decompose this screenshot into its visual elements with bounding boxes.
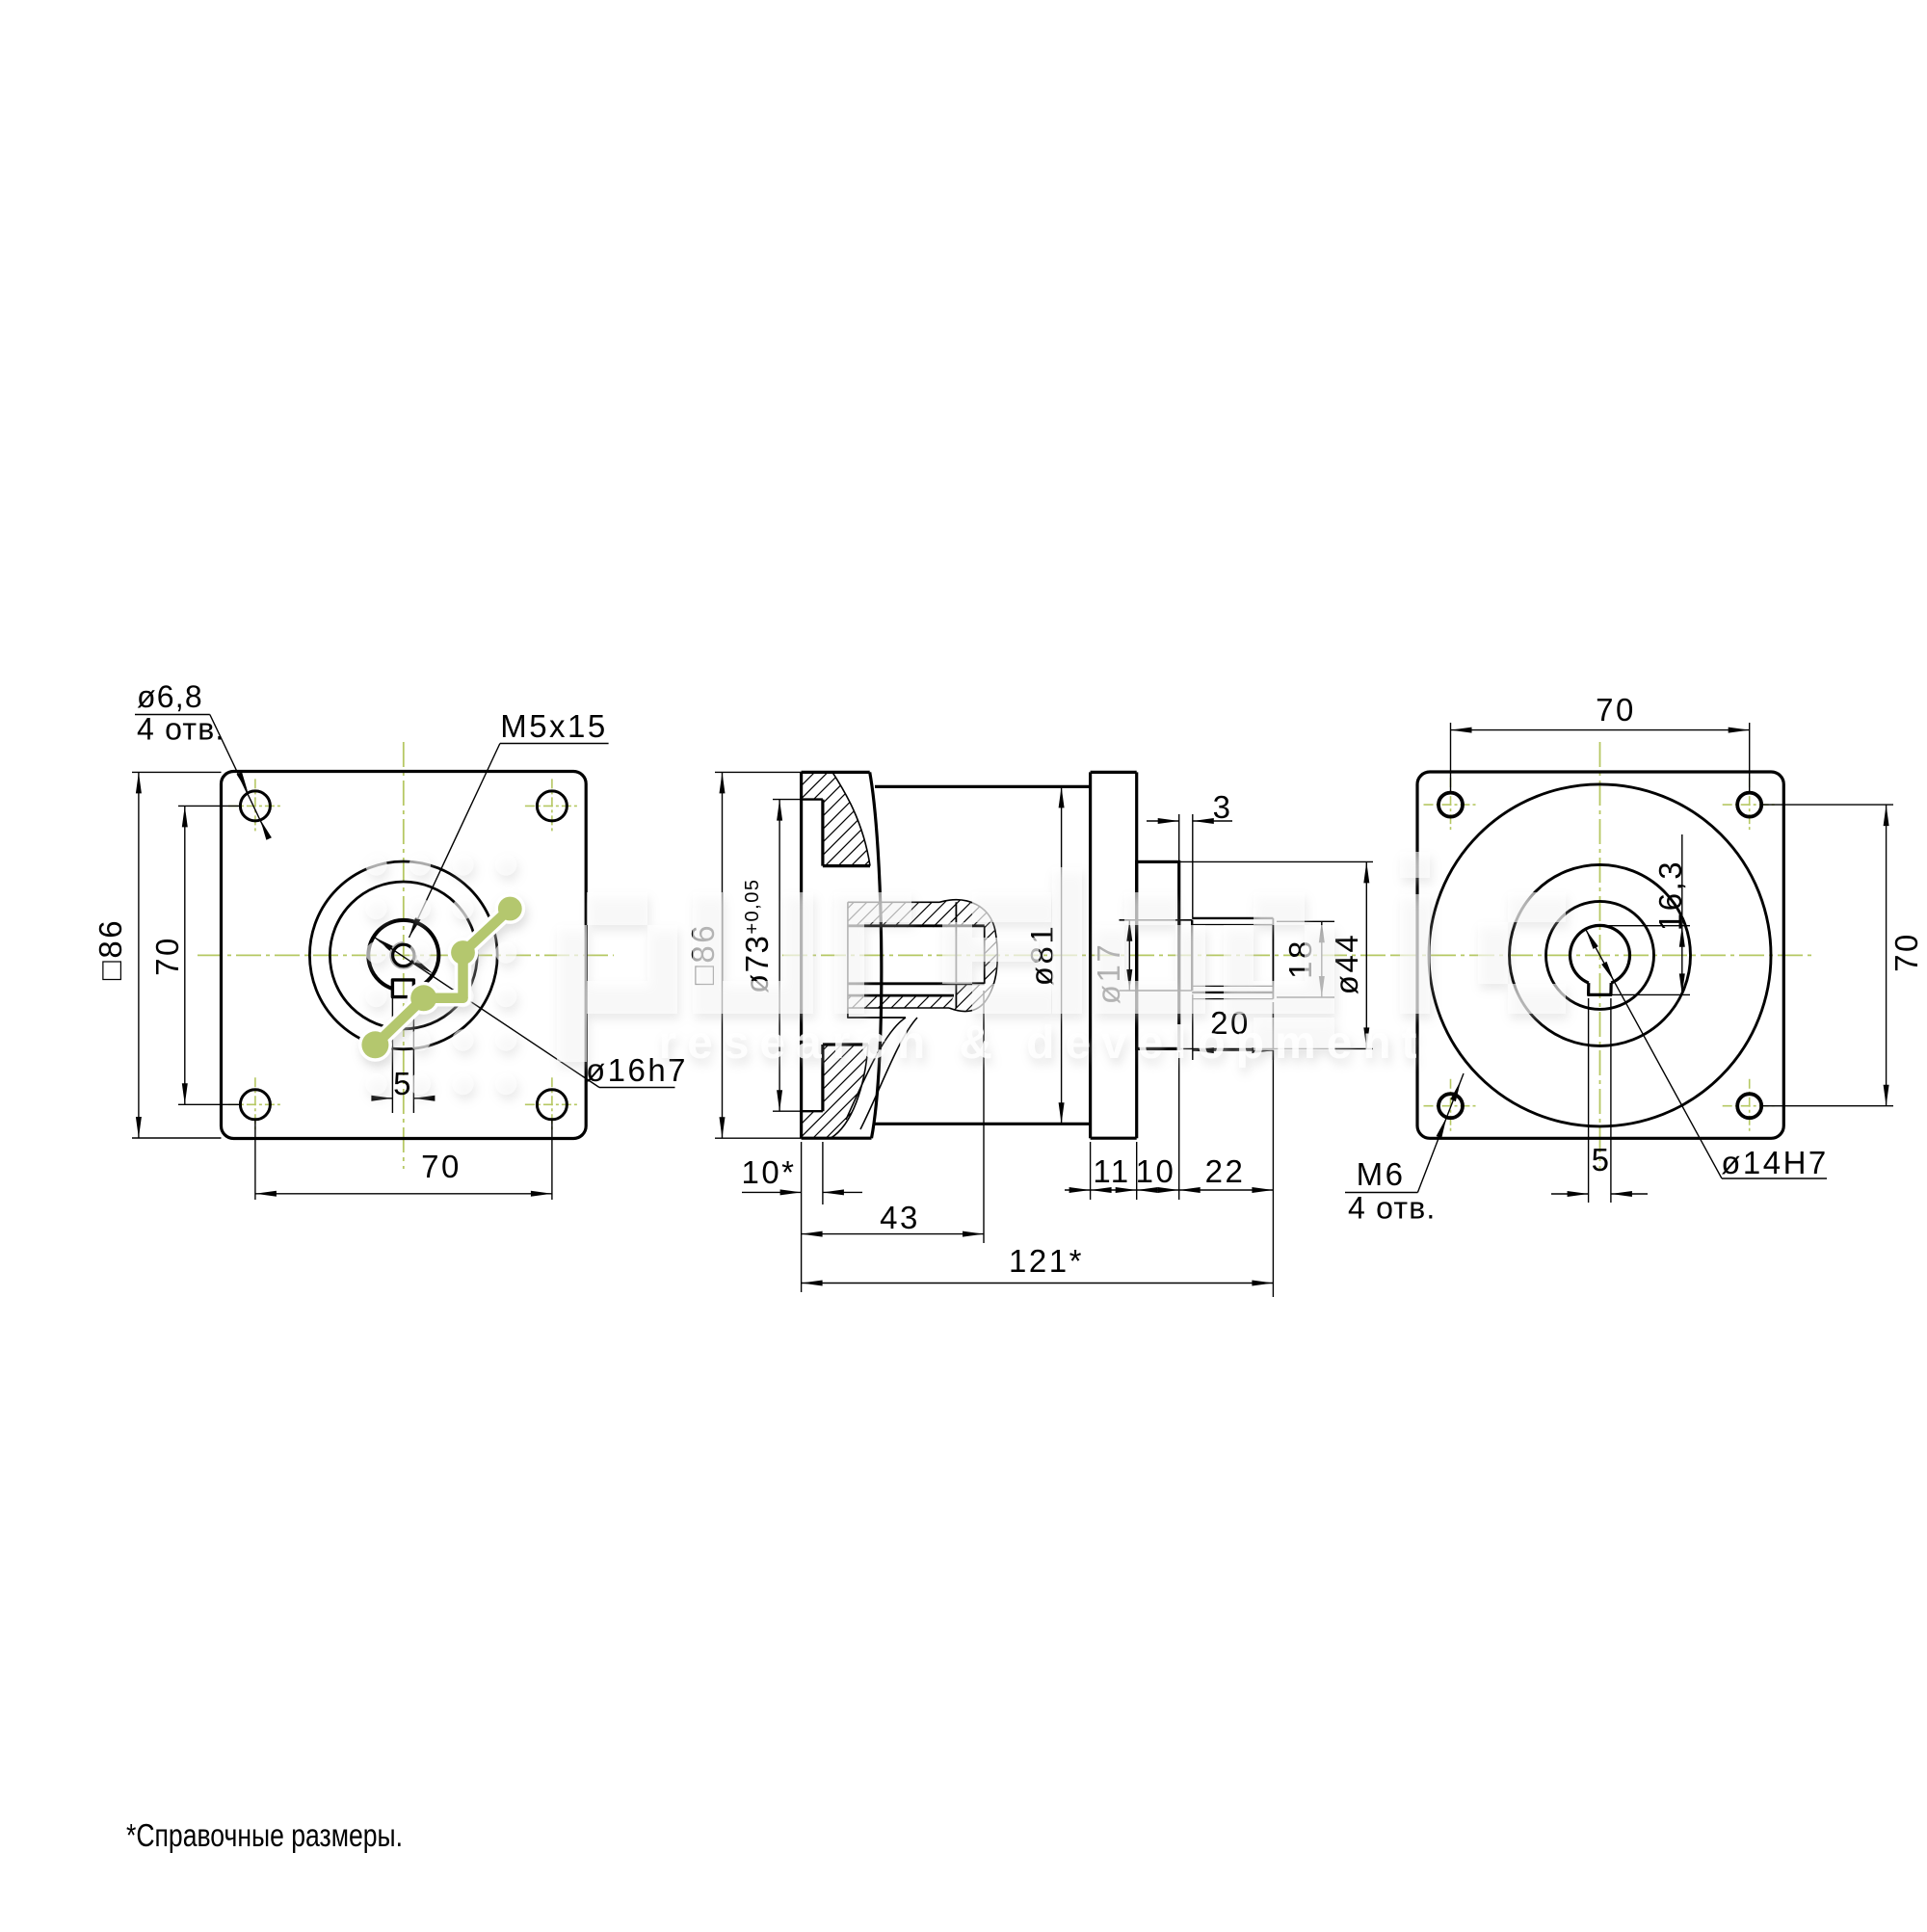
svg-text:16,3: 16,3: [1652, 860, 1688, 931]
svg-text:□86: □86: [92, 918, 128, 980]
svg-text:11: 11: [1093, 1153, 1130, 1189]
svg-text:ø6,8: ø6,8: [137, 679, 203, 714]
svg-text:22: 22: [1205, 1153, 1246, 1189]
svg-text:10*: 10*: [741, 1154, 796, 1190]
svg-text:10: 10: [1136, 1153, 1176, 1189]
svg-text:4 отв.: 4 отв.: [1348, 1191, 1437, 1226]
svg-text:70: 70: [1888, 932, 1924, 972]
svg-text:70: 70: [421, 1149, 462, 1184]
svg-text:3: 3: [1213, 789, 1233, 825]
svg-text:research & development: research & development: [659, 1018, 1417, 1069]
svg-text:M6: M6: [1357, 1156, 1406, 1192]
svg-text:5: 5: [393, 1066, 413, 1101]
svg-text:*Справочные размеры.: *Справочные размеры.: [126, 1817, 403, 1853]
svg-text:5: 5: [1592, 1142, 1612, 1178]
svg-text:ø14H7: ø14H7: [1721, 1145, 1829, 1180]
svg-text:70: 70: [1596, 692, 1636, 728]
svg-text:ø44: ø44: [1329, 933, 1364, 994]
svg-text:4 отв.: 4 отв.: [137, 712, 225, 747]
svg-text:ø16h7: ø16h7: [586, 1052, 688, 1088]
svg-text:121*: 121*: [1009, 1243, 1084, 1279]
svg-text:M5x15: M5x15: [500, 708, 608, 744]
svg-text:70: 70: [149, 936, 185, 976]
svg-text:43: 43: [880, 1200, 920, 1235]
